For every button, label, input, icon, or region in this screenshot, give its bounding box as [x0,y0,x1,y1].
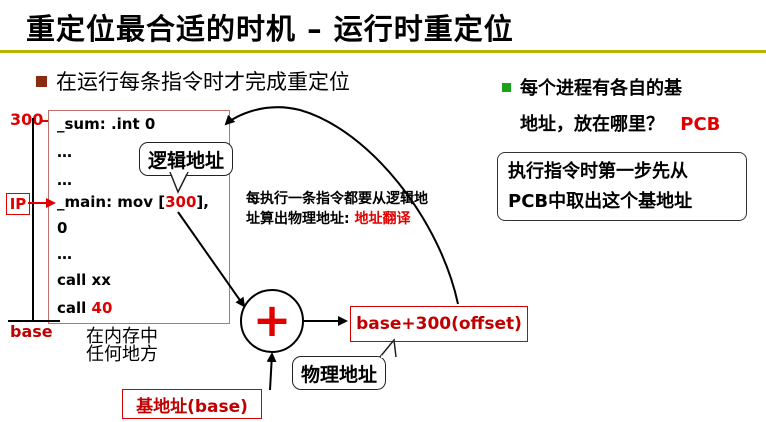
translation-note-line2: 址算出物理地址: 地址翻译 [246,208,410,228]
plus-icon: + [252,293,292,347]
pcb-box-line2: PCB中取出这个基地址 [508,191,693,212]
right-bullet-line2: 地址，放在哪里？ PCB [520,110,720,136]
memory-row-ellipsis: … [57,171,72,189]
bullet-square-icon [36,76,47,87]
result-to-memory-arrow [224,106,459,305]
pcb-explanation-box: 执行指令时第一步先从 PCB中取出这个基地址 [497,152,747,221]
memory-location-line2: 任何地方 [86,344,158,365]
address-300-label: 300 [10,110,44,129]
call-40-prefix: call [57,299,92,317]
physical-address-callout: 物理地址 [292,356,387,390]
memory-row-zero: 0 [57,219,68,237]
address-translation-label: 地址翻译 [354,211,411,227]
main-instruction-suffix: ], [196,193,209,211]
translation-note-line1: 每执行一条指令都要从逻辑地 [246,191,428,207]
page-title: 重定位最合适的时机 – 运行时重定位 [26,12,514,46]
physical-address-result-box: base+300(offset) [350,306,528,342]
main-instruction-addr: 300 [165,193,197,211]
translation-note-prefix: 址算出物理地址: [246,211,355,227]
logical-address-callout: 逻辑地址 [139,142,234,176]
right-bullet-question: 地址，放在哪里？ [520,114,664,135]
offset-to-adder-arrow [177,211,246,308]
memory-row-call-xx: call xx [57,271,111,289]
green-bullet-icon [502,83,511,92]
memory-location-line1: 在内存中 [86,326,158,347]
base-label: base [10,322,53,341]
memory-row-main: _main: mov [300], [57,193,209,211]
pcb-label: PCB [680,114,721,135]
pcb-box-line1: 执行指令时第一步先从 [508,161,688,182]
call-40-value: 40 [91,299,113,317]
memory-row-ellipsis: … [57,143,72,161]
memory-row-call-40: call 40 [57,299,112,317]
memory-row-ellipsis: … [57,245,72,263]
title-divider [0,50,766,53]
base-to-adder-arrow [266,352,277,391]
memory-row-sum: _sum: .int 0 [57,115,156,133]
right-bullet-line1: 每个进程有各自的基 [520,78,682,99]
main-instruction-prefix: _main: mov [ [57,193,166,211]
logical-callout-pointer [169,172,189,194]
physical-callout-pointer [379,338,397,358]
base-address-box: 基地址(base) [122,389,262,419]
memory-block: _sum: .int 0 … … _main: mov [300], 0 … c… [48,110,230,324]
adder-circle [240,289,304,353]
main-bullet-text: 在运行每条指令时才完成重定位 [56,70,350,94]
